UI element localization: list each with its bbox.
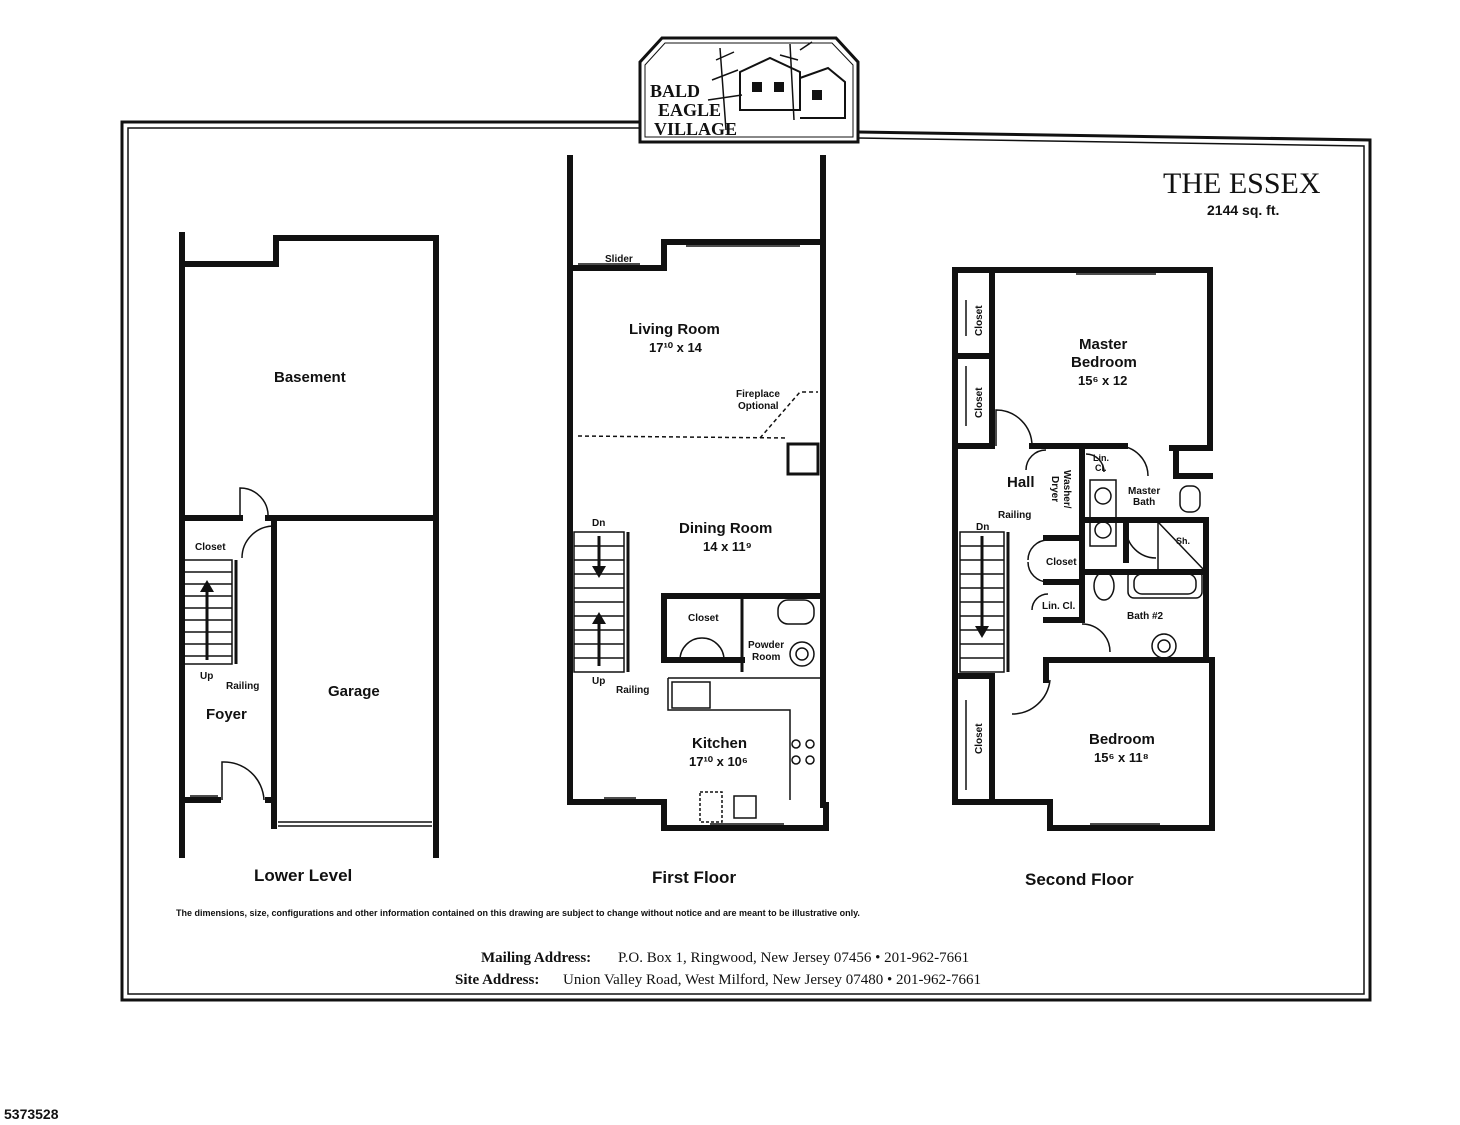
bedroom-label: Bedroom (1089, 731, 1155, 748)
master-bedroom-dims: 15⁶ x 12 (1078, 373, 1127, 388)
site-address-value: Union Valley Road, West Milford, New Jer… (563, 972, 981, 988)
foyer-label: Foyer (206, 706, 247, 723)
living-room-label: Living Room (629, 321, 720, 338)
kitchen-label: Kitchen (692, 735, 747, 752)
bath-2-label: Bath #2 (1127, 611, 1164, 622)
second-closet-a-label: Closet (974, 305, 985, 336)
second-dn-label: Dn (976, 522, 989, 533)
powder-label: Powder (748, 640, 784, 651)
dining-room-dims: 14 x 11⁹ (703, 539, 752, 554)
lower-up-label: Up (200, 671, 213, 682)
first-closet-label: Closet (688, 613, 719, 624)
kitchen-dims: 17¹⁰ x 10⁶ (689, 754, 748, 769)
lower-closet-label: Closet (195, 542, 226, 553)
master-bath-label-1: Master (1128, 486, 1160, 497)
bald-eagle-village-logo: BALD EAGLE VILLAGE (638, 36, 860, 144)
mailing-address-value: P.O. Box 1, Ringwood, New Jersey 07456 •… (618, 950, 969, 966)
powder-room-label: Room (752, 652, 780, 663)
master-bedroom-label-2: Bedroom (1071, 354, 1137, 371)
hall-label: Hall (1007, 474, 1035, 491)
logo-line-2: EAGLE (658, 100, 721, 120)
shower-label: Sh. (1176, 536, 1190, 546)
fireplace-optional-label: Optional (738, 401, 779, 412)
second-closet-c-label: Closet (1046, 557, 1077, 568)
logo-line-3: VILLAGE (654, 119, 737, 139)
washer-label: Washer/ (1061, 470, 1072, 509)
site-address-label: Site Address: (455, 972, 539, 988)
mailing-address-label: Mailing Address: (481, 950, 591, 966)
first-floor-plan: Slider Living Room 17¹⁰ x 14 Fireplace O… (567, 155, 829, 887)
master-lin-cl-label-2: Cl. (1095, 463, 1107, 473)
garage-label: Garage (328, 683, 380, 700)
first-up-label: Up (592, 676, 605, 687)
disclaimer: The dimensions, size, configurations and… (176, 908, 860, 918)
fireplace-label: Fireplace (736, 389, 780, 400)
lower-level-plan: Closet Basement Up Railing Foyer Garage … (179, 232, 439, 885)
listing-id: 5373528 (4, 1106, 59, 1122)
dining-room-label: Dining Room (679, 520, 772, 537)
second-floor-plan: Closet Closet Master Bedroom 15⁶ x 12 Ha… (952, 267, 1215, 889)
first-floor-title: First Floor (652, 868, 736, 887)
logo-line-1: BALD (650, 81, 700, 101)
lower-level-title: Lower Level (254, 866, 352, 885)
master-bedroom-label-1: Master (1079, 336, 1128, 353)
second-closet-d-label: Closet (974, 723, 985, 754)
bedroom-dims: 15⁶ x 11⁸ (1094, 750, 1149, 765)
living-room-dims: 17¹⁰ x 14 (649, 340, 703, 355)
master-lin-cl-label-1: Lin. (1093, 453, 1109, 463)
basement-label: Basement (274, 369, 346, 386)
first-dn-label: Dn (592, 518, 605, 529)
second-closet-b-label: Closet (974, 387, 985, 418)
page-border (120, 120, 1372, 1002)
dryer-label: Dryer (1049, 476, 1060, 502)
lower-railing-label: Railing (226, 681, 259, 692)
master-bath-label-2: Bath (1133, 497, 1155, 508)
first-railing-label: Railing (616, 685, 649, 696)
slider-label: Slider (605, 254, 633, 265)
second-lin-cl-label: Lin. Cl. (1042, 601, 1076, 612)
model-name: THE ESSEX (1163, 167, 1321, 200)
second-railing-label: Railing (998, 510, 1031, 521)
second-floor-title: Second Floor (1025, 870, 1134, 889)
model-area: 2144 sq. ft. (1207, 202, 1279, 218)
